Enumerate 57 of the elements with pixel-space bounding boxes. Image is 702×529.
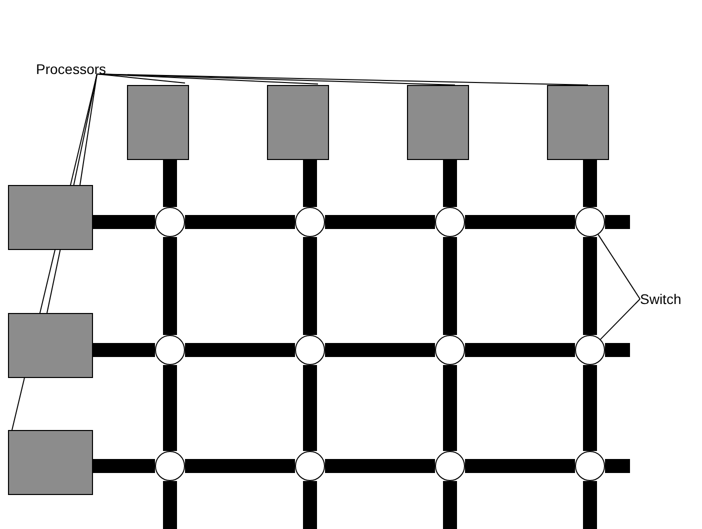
switch-circle [155, 335, 185, 365]
bus-line [303, 365, 317, 451]
bus-line [185, 215, 295, 229]
leader-line [598, 234, 640, 300]
bus-line [325, 215, 435, 229]
processor-box [267, 85, 329, 160]
bus-line [443, 365, 457, 451]
processor-box [8, 313, 93, 378]
bus-line [163, 365, 177, 451]
switch-circle [295, 207, 325, 237]
bus-line [303, 481, 317, 529]
label-text: Switch [640, 291, 682, 307]
processor-box [547, 85, 609, 160]
bus-line [605, 343, 630, 357]
bus-line [185, 459, 295, 473]
switch-circle [155, 451, 185, 481]
switch-circle [575, 451, 605, 481]
bus-line [443, 237, 457, 335]
bus-line [325, 459, 435, 473]
bus-line [443, 481, 457, 529]
bus-line [303, 160, 317, 207]
bus-line [583, 237, 597, 335]
bus-line [465, 459, 575, 473]
bus-line [605, 459, 630, 473]
bus-line [583, 160, 597, 207]
bus-line [303, 237, 317, 335]
bus-line [465, 215, 575, 229]
switch-circle [435, 335, 465, 365]
processor-box [8, 430, 93, 495]
switch-circle [575, 335, 605, 365]
bus-line [163, 481, 177, 529]
switch-circle [435, 207, 465, 237]
bus-line [163, 237, 177, 335]
bus-line [93, 459, 155, 473]
switch-circle [575, 207, 605, 237]
switch-circle [295, 335, 325, 365]
leader-line [600, 298, 640, 340]
bus-line [93, 343, 155, 357]
bus-line [583, 365, 597, 451]
bus-line [185, 343, 295, 357]
bus-line [465, 343, 575, 357]
leader-line [96, 74, 186, 84]
leader-line [80, 74, 98, 186]
bus-line [443, 160, 457, 207]
processor-box [407, 85, 469, 160]
bus-line [325, 343, 435, 357]
processor-box [8, 185, 93, 250]
processor-box [127, 85, 189, 160]
leader-line [96, 74, 588, 86]
switch-circle [435, 451, 465, 481]
bus-line [605, 215, 630, 229]
switch-circle [295, 451, 325, 481]
switch-circle [155, 207, 185, 237]
bus-line [583, 481, 597, 529]
label-text: Processors [36, 61, 106, 77]
bus-line [163, 160, 177, 207]
bus-line [93, 215, 155, 229]
